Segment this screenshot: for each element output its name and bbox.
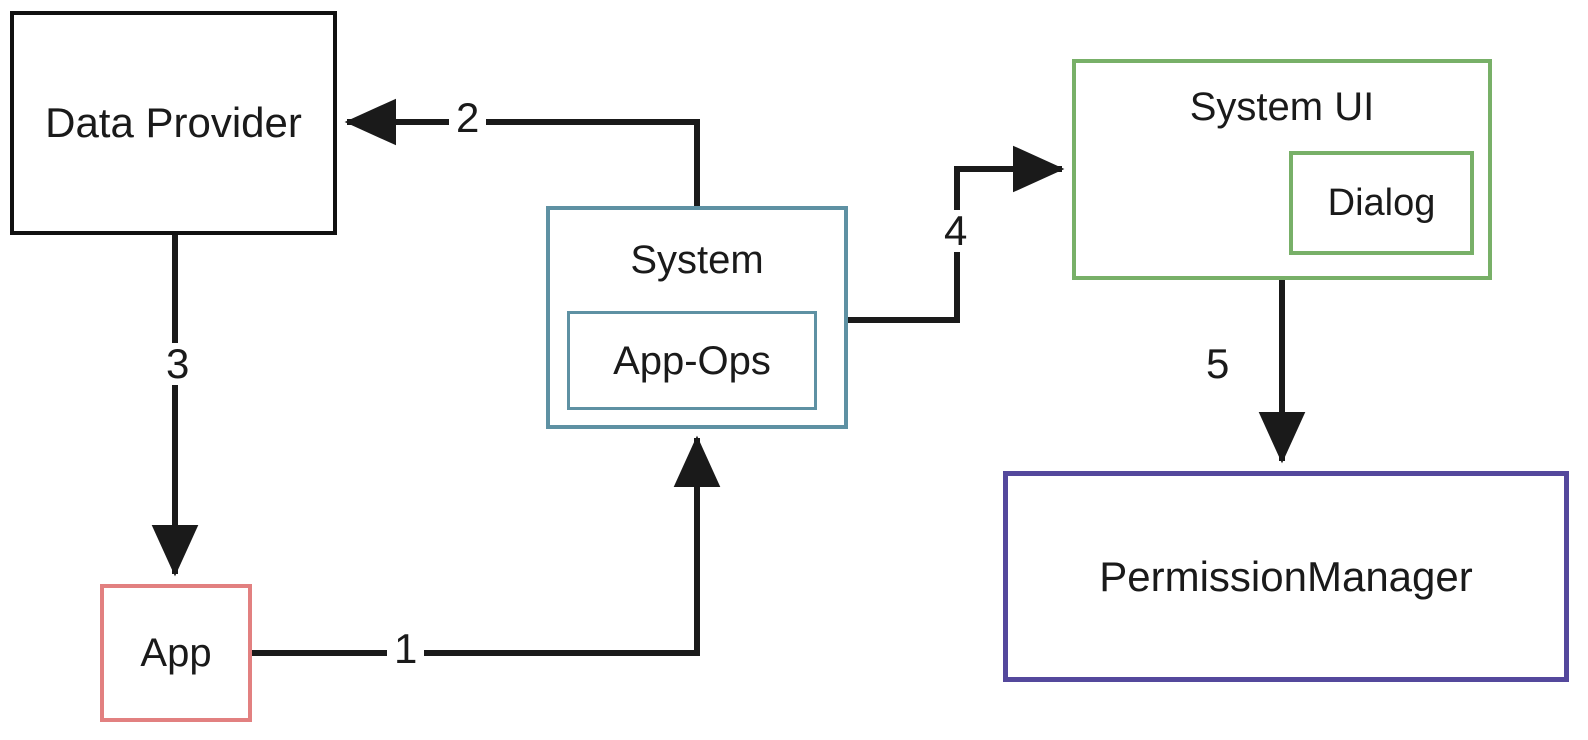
node-app-ops[interactable]: App-Ops xyxy=(567,311,817,410)
node-dialog-label: Dialog xyxy=(1327,182,1436,224)
edge-label-2: 2 xyxy=(449,97,487,139)
edge-2-path xyxy=(344,98,700,206)
node-system-ui[interactable]: System UI xyxy=(1072,59,1492,280)
edge-label-3: 3 xyxy=(159,343,197,385)
node-data-provider[interactable]: Data Provider xyxy=(10,11,337,235)
node-app-ops-label: App-Ops xyxy=(613,338,771,383)
node-app-label: App xyxy=(140,631,212,675)
node-permission-manager-label: PermissionManager xyxy=(1099,552,1473,600)
node-system[interactable]: System xyxy=(546,206,848,429)
node-permission-manager[interactable]: PermissionManager xyxy=(1003,471,1569,682)
edge-label-1: 1 xyxy=(387,628,425,670)
edge-1-path xyxy=(252,435,721,656)
edge-label-5: 5 xyxy=(1199,343,1237,385)
edge-label-4: 4 xyxy=(937,210,975,252)
node-system-ui-label: System UI xyxy=(1189,85,1375,129)
node-data-provider-label: Data Provider xyxy=(45,99,302,146)
node-dialog[interactable]: Dialog xyxy=(1289,151,1474,255)
node-app[interactable]: App xyxy=(100,584,252,722)
node-system-label: System xyxy=(630,238,764,282)
